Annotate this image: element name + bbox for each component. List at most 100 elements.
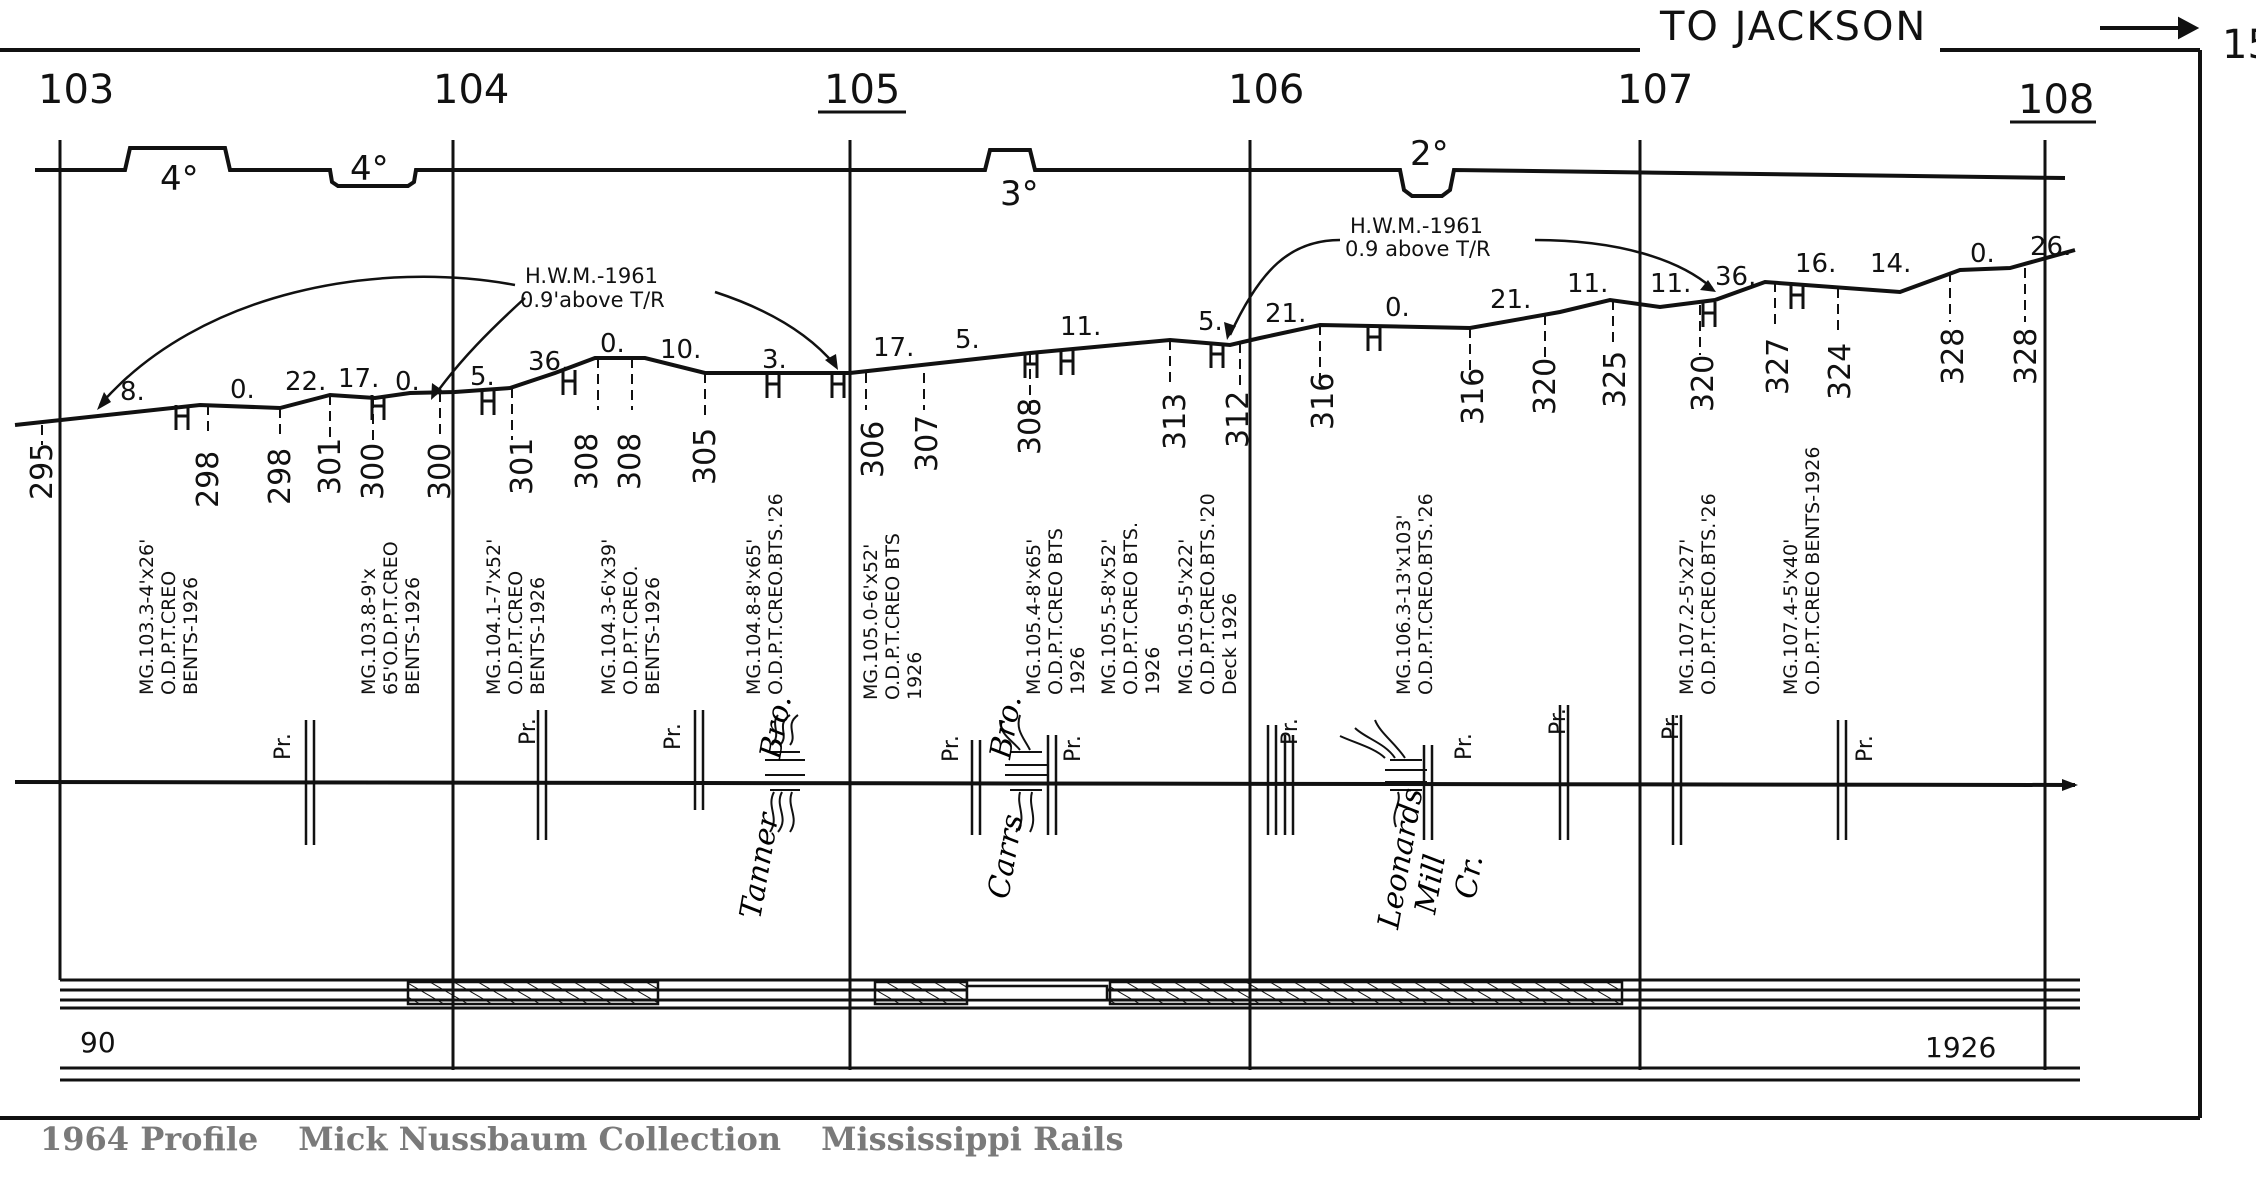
elevation-label: 316 [1306, 373, 1341, 430]
bridge-note: MG.104.8-8'x65' O.D.P.T.CREO.BTS.'26 [743, 493, 787, 695]
rate-label: 36. [1715, 262, 1756, 292]
bridge-note: MG.105.9-5'x22' O.D.P.T.CREO.BTS.'20 Dec… [1175, 493, 1241, 695]
pr-label: Pr. [1452, 733, 1477, 760]
bridge-note-line: BENTS-1926 [402, 577, 424, 695]
elevation-label: 316 [1456, 368, 1491, 425]
elevation-label: 325 [1598, 351, 1633, 408]
bridge-note-line: O.D.P.T.CREO. [620, 565, 642, 695]
bridge-note-line: 65'O.D.P.T.CREO [380, 541, 402, 695]
elevation-label: 300 [423, 443, 458, 500]
hwm-note-2-line1: H.W.M.-1961 [1350, 214, 1483, 238]
elevation-label: 328 [1936, 328, 1971, 385]
bridge-note-line: O.D.P.T.CREO.BTS.'26 [765, 493, 787, 695]
private-crossing-labels: Pr. Pr. Pr. Pr. Pr. Pr. Pr. Pr. Pr. Pr. [271, 708, 1878, 762]
milepost-labels: 103 104 105 106 107 108 [38, 67, 2094, 123]
rate-label: 0. [600, 329, 625, 359]
curvature-line [35, 146, 2066, 198]
bridge-note-line: Deck 1926 [1219, 593, 1241, 695]
elevation-label: 312 [1221, 391, 1256, 448]
elevation-label: 307 [910, 415, 945, 472]
alignment-arrowhead [2062, 779, 2078, 791]
private-crossings [304, 705, 1848, 845]
stream-name-tanner: Tanner [733, 809, 786, 921]
bridge-note-line: O.D.P.T.CREO [158, 571, 180, 695]
bridge-note-line: MG.105.9-5'x22' [1175, 539, 1197, 695]
hatched-segments [406, 980, 1624, 1006]
frame [0, 48, 2202, 1120]
rate-label: 0. [1385, 293, 1410, 323]
bridge-note-line: MG.107.4-5'x40' [1780, 539, 1802, 695]
rate-label: 22. [285, 367, 326, 397]
elevation-label: 308 [1013, 398, 1048, 455]
rate-label: 26. [2030, 232, 2071, 262]
rate-label: 10. [660, 335, 701, 365]
pr-label: Pr. [1278, 718, 1303, 745]
caption-collection: Mick Nussbaum Collection [298, 1120, 782, 1158]
bridge-note: MG.103.8-9'x 65'O.D.P.T.CREO BENTS-1926 [358, 541, 424, 695]
curve-label-2: 4° [350, 149, 389, 189]
milepost-108: 108 [2018, 77, 2094, 123]
elevation-label: 313 [1158, 393, 1193, 450]
stream-labels: Tanner Bro. Carrs Bro. Leonards Mill Cr. [733, 693, 1490, 933]
bridge-note-line: MG.103.3-4'x26' [136, 539, 158, 695]
bridge-note-line: MG.104.3-6'x39' [598, 539, 620, 695]
milepost-103: 103 [38, 67, 114, 113]
rate-label: 0. [230, 375, 255, 405]
pr-label: Pr. [939, 735, 964, 762]
elevation-label: 306 [856, 421, 891, 478]
bridge-note-line: O.D.P.T.CREO BTS. [1120, 522, 1142, 695]
caption-title: 1964 Profile [40, 1120, 259, 1158]
rate-label: 16. [1795, 249, 1836, 279]
bridge-note-line: O.D.P.T.CREO BTS [1045, 528, 1067, 695]
bridge-note: MG.104.3-6'x39' O.D.P.T.CREO. BENTS-1926 [598, 539, 664, 695]
rate-label: 21. [1265, 299, 1306, 329]
hwm-note-2-line2: 0.9 above T/R [1345, 237, 1491, 261]
bridge-note: MG.106.3-13'x103' O.D.P.T.CREO.BTS.'26 [1393, 493, 1437, 695]
direction-arrow [2100, 16, 2200, 40]
bridge-note: MG.107.4-5'x40' O.D.P.T.CREO BENTS-1926 [1780, 447, 1824, 695]
milepost-104: 104 [433, 67, 509, 113]
elevation-label: 300 [356, 443, 391, 500]
bridge-note-line: 1926 [1067, 647, 1089, 695]
elevation-label: 301 [313, 438, 348, 495]
bridge-note-line: BENTS-1926 [642, 577, 664, 695]
bottom-band-left-value: 90 [80, 1026, 116, 1059]
hwm-note-1-line2: 0.9'above T/R [520, 288, 665, 312]
curve-label-4: 2° [1410, 134, 1449, 174]
rate-label: 0. [1970, 239, 1995, 269]
rate-label: 5. [470, 362, 495, 392]
rate-label: 11. [1567, 269, 1608, 299]
direction-label: TO JACKSON [1659, 4, 1927, 50]
bridge-note-line: MG.104.8-8'x65' [743, 539, 765, 695]
elevation-label: 295 [25, 443, 60, 500]
bridge-note: MG.107.2-5'x27' O.D.P.T.CREO.BTS.'26 [1676, 493, 1720, 695]
bridge-note: MG.103.3-4'x26' O.D.P.T.CREO BENTS-1926 [136, 539, 202, 695]
rate-label: 11. [1650, 269, 1691, 299]
elevation-label: 327 [1761, 338, 1796, 395]
rate-label: 3. [762, 345, 787, 375]
elevation-label: 298 [263, 448, 298, 505]
bridge-note-line: BENTS-1926 [527, 577, 549, 695]
elevation-label: 308 [570, 433, 605, 490]
elevation-ticks [41, 268, 2026, 445]
pr-label: Pr. [271, 733, 296, 760]
bridge-note-line: O.D.P.T.CREO BENTS-1926 [1802, 447, 1824, 695]
rate-label: 36. [528, 347, 569, 377]
pr-label: Pr. [1659, 713, 1684, 740]
stream-name-cr: Cr. [1448, 852, 1490, 901]
rate-label: 0. [395, 367, 420, 397]
hwm-note-1-line1: H.W.M.-1961 [525, 264, 658, 288]
bridge-note: MG.104.1-7'x52' O.D.P.T.CREO BENTS-1926 [483, 539, 549, 695]
bridge-note-line: O.D.P.T.CREO.BTS.'26 [1415, 493, 1437, 695]
elevation-label: 320 [1528, 358, 1563, 415]
bridge-note-line: O.D.P.T.CREO.BTS.'26 [1698, 493, 1720, 695]
elevation-label: 305 [688, 428, 723, 485]
rate-label: 14. [1870, 249, 1911, 279]
bridge-note-line: MG.103.8-9'x [358, 568, 380, 695]
milepost-underlines [818, 110, 2096, 124]
milepost-106: 106 [1228, 67, 1304, 113]
elevation-label: 298 [191, 451, 226, 508]
edge-mark: 15 [2222, 22, 2256, 68]
milepost-105: 105 [824, 67, 900, 113]
